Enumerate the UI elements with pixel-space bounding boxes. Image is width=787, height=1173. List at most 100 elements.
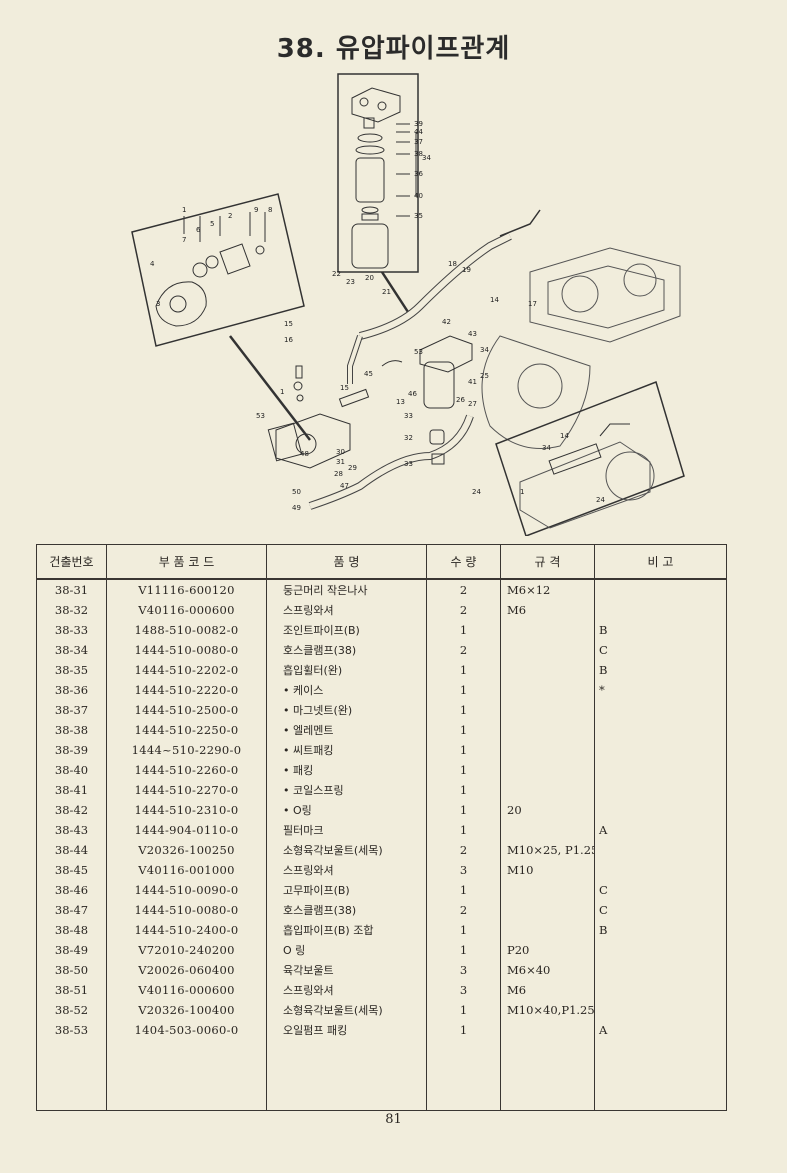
cell-remark bbox=[594, 760, 727, 780]
cell-name: 육각보울트 bbox=[266, 960, 427, 980]
cell-name: 둥근머리 작은나사 bbox=[266, 579, 427, 600]
callout-46: 45 bbox=[364, 370, 373, 378]
cell-code: 1444~510-2290-0 bbox=[106, 740, 267, 760]
callout-35b: 34 bbox=[480, 346, 489, 354]
callout-39: 38 bbox=[414, 150, 423, 158]
cell-remark: C bbox=[594, 900, 727, 920]
pump-inset-box bbox=[131, 193, 305, 347]
suction-filter bbox=[419, 335, 473, 465]
cell-spec: M10 bbox=[500, 860, 595, 880]
callout-40: 37 bbox=[414, 138, 423, 146]
cell-spec bbox=[500, 760, 595, 780]
callout-6: 6 bbox=[196, 226, 201, 234]
cell-code: V20326-100250 bbox=[106, 840, 267, 860]
callout-25: 24 bbox=[472, 488, 481, 496]
callout-52: 53 bbox=[414, 348, 423, 356]
cell-qty: 1 bbox=[426, 760, 501, 780]
cell-spec bbox=[500, 740, 595, 760]
callout-17: 16 bbox=[284, 336, 293, 344]
cell-code: 1444-904-0110-0 bbox=[106, 820, 267, 840]
cell-name: • 패킹 bbox=[266, 760, 427, 780]
filler-cell bbox=[594, 1040, 727, 1111]
cell-code: V40116-001000 bbox=[106, 860, 267, 880]
cell-remark bbox=[594, 860, 727, 880]
cell-code: 1444-510-2260-0 bbox=[106, 760, 267, 780]
callout-15: 15 bbox=[340, 384, 349, 392]
table-filler-row bbox=[36, 1040, 727, 1111]
cell-remark: A bbox=[594, 1020, 727, 1040]
cell-remark: B bbox=[594, 920, 727, 940]
callout-23: 22 bbox=[332, 270, 341, 278]
cell-code: 1404-503-0060-0 bbox=[106, 1020, 267, 1040]
cell-remark bbox=[594, 840, 727, 860]
callout-47: 46 bbox=[408, 390, 417, 398]
cell-qty: 3 bbox=[426, 860, 501, 880]
callout-53: 53 bbox=[256, 412, 265, 420]
cell-remark: B bbox=[594, 620, 727, 640]
callout-35c: 34 bbox=[542, 444, 551, 452]
cell-name: 스프링와셔 bbox=[266, 980, 427, 1000]
cell-name: • 마그넷트(완) bbox=[266, 700, 427, 720]
callout-29: 28 bbox=[334, 470, 343, 478]
filler-cell bbox=[106, 1040, 267, 1111]
cell-code: 1444-510-0090-0 bbox=[106, 880, 267, 900]
oil-pump bbox=[267, 365, 351, 469]
callout-13: 13 bbox=[396, 398, 405, 406]
cell-code: 1444-510-2220-0 bbox=[106, 680, 267, 700]
cell-qty: 2 bbox=[426, 600, 501, 620]
cell-remark bbox=[594, 960, 727, 980]
cell-no: 38-32 bbox=[36, 600, 107, 620]
pipe-assembly bbox=[308, 209, 541, 510]
header-no: 건출번호 bbox=[36, 544, 107, 580]
cell-qty: 2 bbox=[426, 840, 501, 860]
cell-spec: M6 bbox=[500, 980, 595, 1000]
cell-spec bbox=[500, 700, 595, 720]
cell-remark bbox=[594, 940, 727, 960]
cell-qty: 1 bbox=[426, 1000, 501, 1020]
cell-code: 1444-510-0080-0 bbox=[106, 640, 267, 660]
page-title: 38. 유압파이프관계 bbox=[276, 34, 511, 64]
cell-remark: C bbox=[594, 640, 727, 660]
cell-qty: 1 bbox=[426, 660, 501, 680]
diagram-callouts: 39 44 37 38 34 36 40 35 1 2 9 8 5 6 7 4 … bbox=[150, 120, 605, 512]
cell-name: 소형육각보울트(세목) bbox=[266, 1000, 427, 1020]
cell-code: 1444-510-2270-0 bbox=[106, 780, 267, 800]
cell-no: 38-33 bbox=[36, 620, 107, 640]
cell-name: 필터마크 bbox=[266, 820, 427, 840]
cell-spec bbox=[500, 1020, 595, 1040]
cell-qty: 1 bbox=[426, 800, 501, 820]
callout-48: 47 bbox=[340, 482, 349, 490]
cell-qty: 1 bbox=[426, 820, 501, 840]
cell-spec bbox=[500, 680, 595, 700]
callout-7: 7 bbox=[182, 236, 186, 244]
cell-spec bbox=[500, 780, 595, 800]
cell-name: • O링 bbox=[266, 800, 427, 820]
cell-remark bbox=[594, 800, 727, 820]
cell-qty: 1 bbox=[426, 1020, 501, 1040]
cell-no: 38-51 bbox=[36, 980, 107, 1000]
callout-32: 31 bbox=[336, 458, 345, 466]
callout-45: 43 bbox=[468, 330, 477, 338]
cell-name: • 엘레멘트 bbox=[266, 720, 427, 740]
cell-spec bbox=[500, 620, 595, 640]
cell-spec bbox=[500, 640, 595, 660]
page-number: 81 bbox=[385, 1112, 402, 1127]
callout-5: 5 bbox=[210, 220, 214, 228]
callout-18: 17 bbox=[528, 300, 537, 308]
cell-name: 호스클램프(38) bbox=[266, 900, 427, 920]
cell-code: 1444-510-2500-0 bbox=[106, 700, 267, 720]
callout-50: 49 bbox=[292, 504, 301, 512]
cell-name: • 케이스 bbox=[266, 680, 427, 700]
